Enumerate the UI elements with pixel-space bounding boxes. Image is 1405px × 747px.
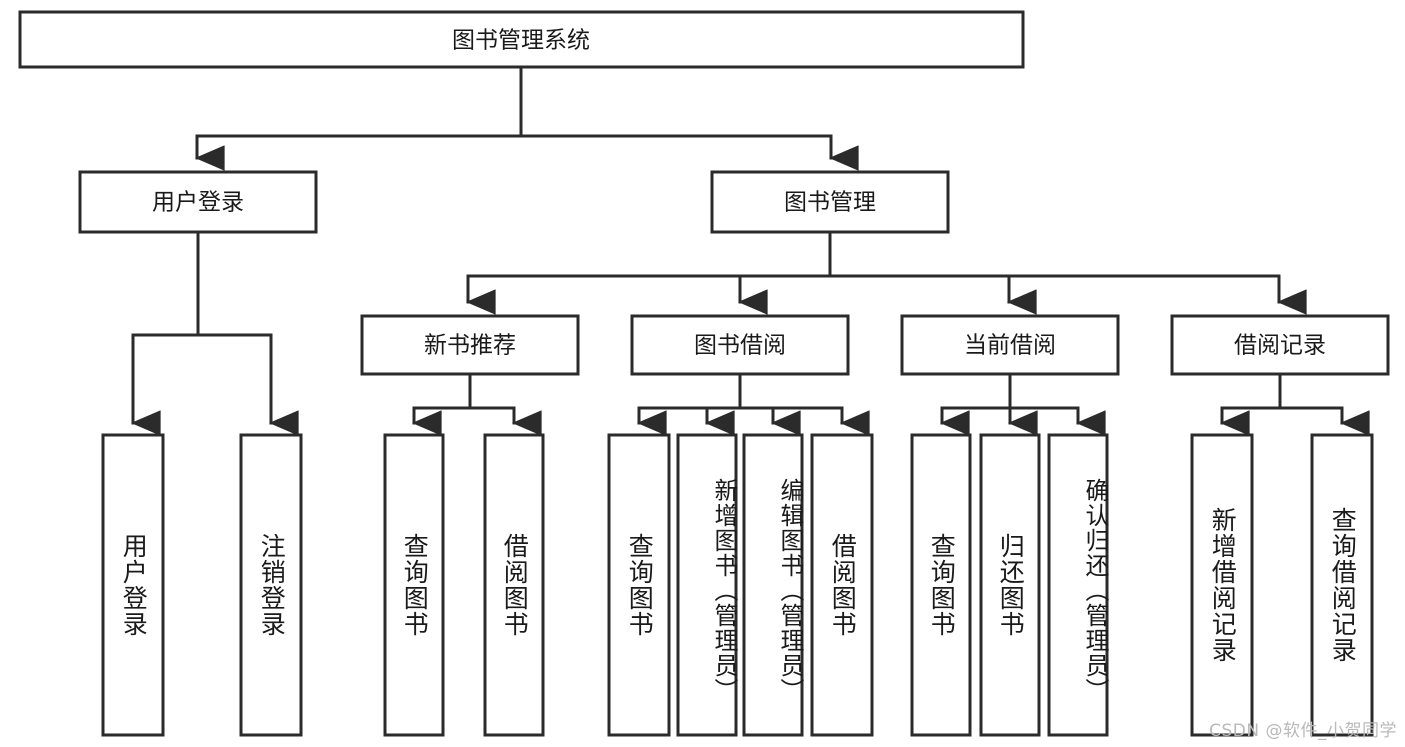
leaf-box-query-record[interactable] [1310,433,1374,737]
node-root[interactable] [18,10,1025,69]
node-book-borrow[interactable] [630,314,850,376]
node-book-management-label: 图书管理 [784,190,876,216]
node-root-label: 图书管理系统 [452,28,590,54]
node-borrow-record-label: 借阅记录 [1234,333,1326,359]
node-book-borrow-label: 图书借阅 [694,333,786,359]
leaf-box-query-book-3[interactable] [910,433,972,737]
node-new-book-recommend[interactable] [360,314,580,376]
leaf-box-query-book-1[interactable] [383,433,445,737]
node-new-book-recommend-label: 新书推荐 [424,333,516,359]
leaf-box-borrow-book-2[interactable] [810,433,874,737]
leaf-box-borrow-book-1[interactable] [483,433,545,737]
leaf-box-edit-book[interactable] [742,433,804,737]
node-user-login-label: 用户登录 [152,190,244,216]
node-book-management[interactable] [710,170,950,234]
leaf-box-add-record[interactable] [1190,433,1254,737]
leaf-box-logout[interactable] [239,433,303,737]
node-borrow-record[interactable] [1170,314,1390,376]
leaf-box-confirm-return[interactable] [1047,433,1109,737]
node-current-borrow[interactable] [900,314,1120,376]
leaf-box-add-book[interactable] [676,433,738,737]
leaf-box-query-book-2[interactable] [607,433,671,737]
node-current-borrow-label: 当前借阅 [964,333,1056,359]
leaf-box-return-book[interactable] [979,433,1041,737]
leaf-box-user-login[interactable] [101,433,165,737]
watermark-text: CSDN @软件_小贺同学 [1209,721,1397,741]
